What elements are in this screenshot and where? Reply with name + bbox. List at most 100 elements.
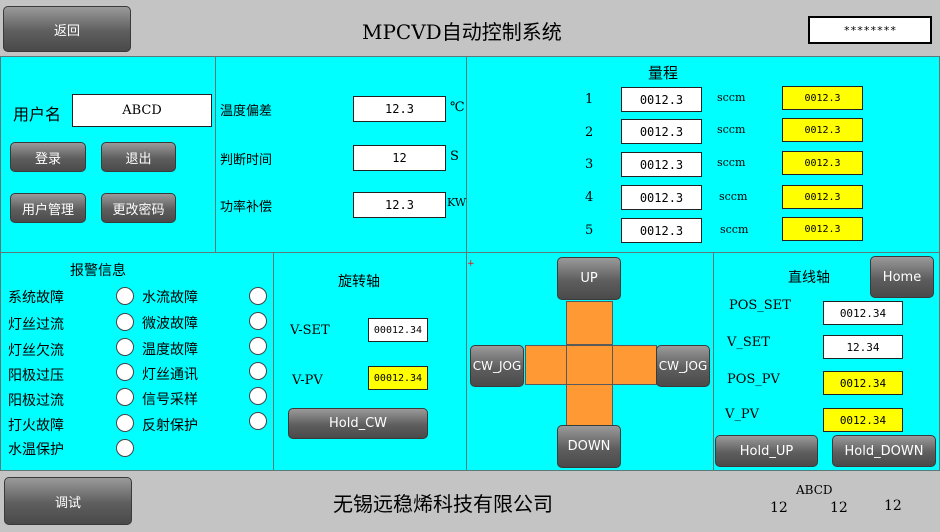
company-name: 无锡远稳烯科技有限公司: [333, 492, 553, 516]
range-field-2[interactable]: 0012.3: [621, 119, 702, 144]
range-panel: [466, 56, 940, 253]
hold-down-button[interactable]: Hold_DOWN: [832, 435, 936, 467]
jog-up-button[interactable]: UP: [557, 257, 621, 300]
user-label: 用户名: [13, 105, 62, 124]
range-pv-3: 0012.3: [782, 151, 863, 175]
range-index-5: 5: [585, 223, 594, 238]
range-pv-2: 0012.3: [782, 118, 863, 142]
v-pv-field: 0012.34: [823, 408, 903, 432]
status-value: 12: [884, 498, 902, 514]
alarm-label: 微波故障: [142, 316, 198, 332]
range-field-3[interactable]: 0012.3: [621, 152, 702, 177]
linear-title: 直线轴: [788, 270, 830, 286]
pos-pv-label: POS_PV: [727, 372, 780, 387]
judge-time-field[interactable]: 12: [353, 145, 446, 171]
user-field[interactable]: ABCD: [72, 94, 212, 127]
alarm-led: [249, 337, 267, 355]
change-password-button[interactable]: 更改密码: [101, 193, 176, 223]
alarm-panel: [0, 252, 274, 471]
time-unit: S: [450, 149, 459, 164]
jog-pad-up: [566, 301, 613, 345]
range-unit-1: sccm: [717, 91, 746, 104]
page-title: MPCVD自动控制系统: [362, 20, 562, 44]
status-value: 12: [830, 500, 848, 516]
pos-set-field[interactable]: 0012.34: [823, 301, 903, 325]
range-field-5[interactable]: 0012.3: [621, 218, 702, 243]
login-button[interactable]: 登录: [10, 142, 86, 172]
alarm-label: 信号采样: [142, 392, 198, 408]
range-pv-4: 0012.3: [782, 185, 863, 209]
alarm-led: [249, 312, 267, 330]
v-set-field[interactable]: 12.34: [823, 335, 903, 359]
alarm-label: 阳极过流: [8, 393, 64, 409]
hold-up-button[interactable]: Hold_UP: [715, 435, 818, 467]
v-set-label: V_SET: [727, 335, 770, 350]
rotary-vset-field[interactable]: 00012.34: [368, 318, 428, 342]
current-user: ABCD: [796, 483, 833, 497]
alarm-label: 水温保护: [8, 442, 64, 458]
alarm-title: 报警信息: [70, 263, 126, 279]
pos-set-label: POS_SET: [729, 298, 791, 313]
power-unit: KW: [447, 196, 467, 209]
logout-button[interactable]: 退出: [101, 142, 176, 172]
alarm-label: 灯丝通讯: [142, 367, 198, 383]
alarm-label: 打火故障: [8, 418, 64, 434]
v-pv-label: V_PV: [725, 407, 760, 422]
range-pv-5: 0012.3: [782, 217, 863, 241]
jog-right-button[interactable]: CW_JOG: [656, 345, 710, 387]
alarm-led: [249, 412, 267, 430]
rotary-vpv-label: V-PV: [292, 373, 323, 388]
red-marker: +: [467, 259, 475, 269]
alarm-label: 灯丝欠流: [8, 343, 64, 359]
alarm-led: [116, 363, 134, 381]
alarm-label: 灯丝过流: [8, 317, 64, 333]
range-field-1[interactable]: 0012.3: [621, 87, 702, 112]
alarm-label: 温度故障: [142, 342, 198, 358]
temp-unit: ℃: [450, 100, 465, 115]
range-index-1: 1: [585, 92, 594, 107]
jog-pad-center: [566, 345, 613, 385]
temp-deviation-field[interactable]: 12.3: [353, 96, 446, 122]
home-button[interactable]: Home: [870, 256, 934, 298]
password-field[interactable]: ********: [808, 16, 932, 44]
hold-cw-button[interactable]: Hold_CW: [288, 408, 428, 439]
range-field-4[interactable]: 0012.3: [621, 185, 702, 210]
alarm-led: [116, 388, 134, 406]
jog-pad-left: [525, 345, 567, 385]
jog-down-button[interactable]: DOWN: [557, 425, 621, 468]
alarm-led: [249, 387, 267, 405]
jog-pad-down: [566, 384, 613, 426]
back-button[interactable]: 返回: [3, 6, 131, 52]
jog-pad-right: [612, 345, 657, 385]
power-comp-label: 功率补偿: [220, 200, 273, 215]
status-value: 12: [770, 500, 788, 516]
alarm-label: 水流故障: [142, 290, 198, 306]
alarm-led: [116, 338, 134, 356]
alarm-led: [116, 313, 134, 331]
rotary-vset-label: V-SET: [290, 323, 330, 338]
debug-button[interactable]: 调试: [4, 477, 132, 525]
range-pv-1: 0012.3: [782, 86, 863, 110]
range-unit-5: sccm: [720, 223, 749, 236]
jog-left-button[interactable]: CW_JOG: [470, 345, 524, 387]
rotary-title: 旋转轴: [338, 274, 380, 290]
temp-deviation-label: 温度偏差: [220, 104, 273, 119]
alarm-led: [249, 362, 267, 380]
alarm-led: [249, 287, 267, 305]
alarm-label: 系统故障: [8, 290, 64, 306]
range-unit-2: sccm: [717, 123, 746, 136]
range-index-4: 4: [585, 190, 594, 205]
alarm-label: 阳极过压: [8, 368, 64, 384]
range-unit-3: sccm: [717, 156, 746, 169]
range-title: 量程: [648, 64, 679, 82]
user-management-button[interactable]: 用户管理: [10, 193, 86, 223]
range-index-2: 2: [585, 125, 594, 140]
alarm-led: [116, 287, 134, 305]
alarm-led: [116, 414, 134, 432]
range-unit-4: sccm: [719, 190, 748, 203]
judge-time-label: 判断时间: [220, 153, 273, 168]
range-index-3: 3: [585, 157, 594, 172]
power-comp-field[interactable]: 12.3: [353, 192, 446, 218]
pos-pv-field: 0012.34: [823, 371, 903, 395]
